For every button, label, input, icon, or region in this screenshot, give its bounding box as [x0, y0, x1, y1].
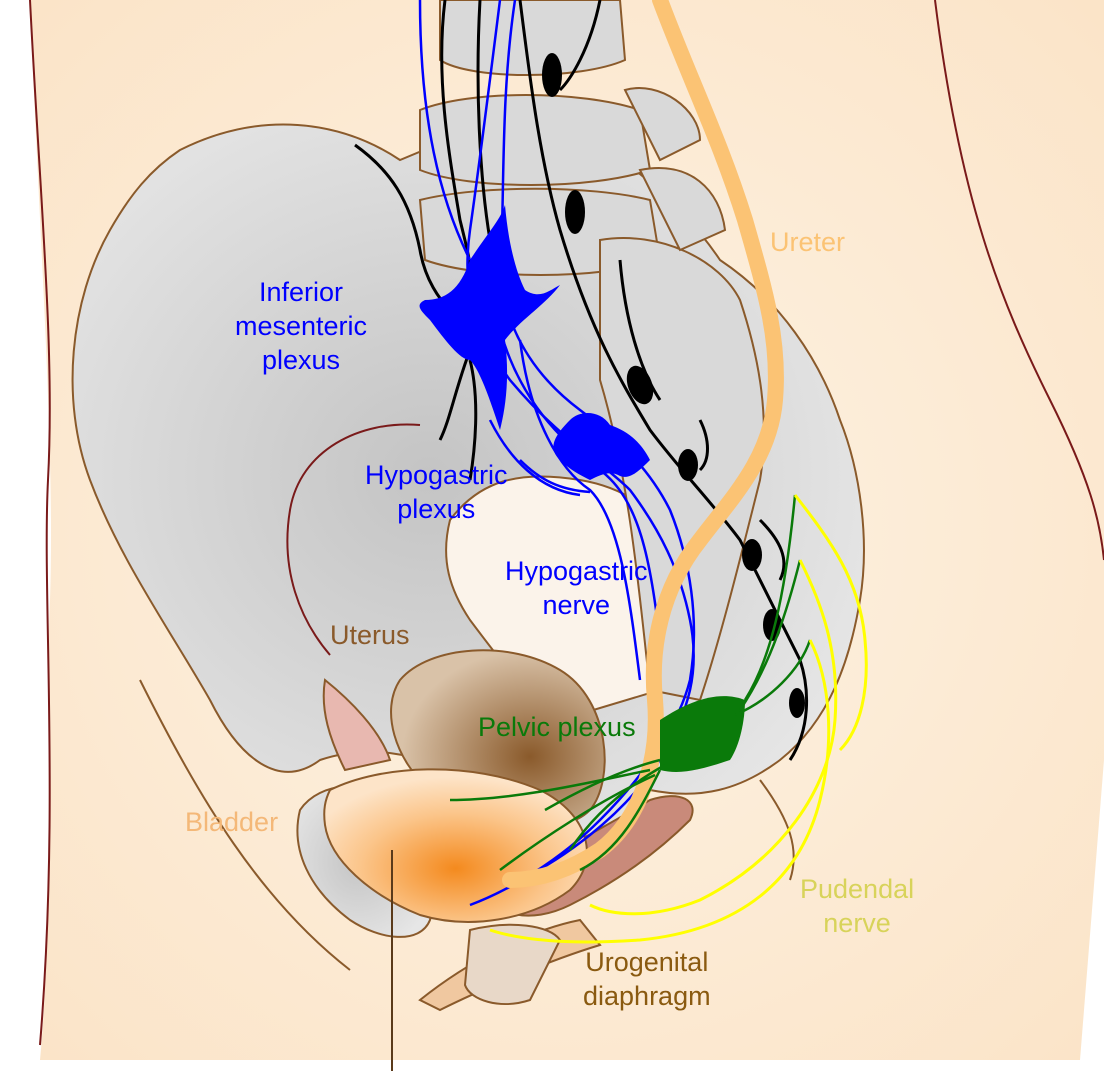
label-uterus: Uterus — [330, 618, 410, 652]
label-pelvic-plexus: Pelvic plexus — [478, 710, 636, 744]
label-bladder: Bladder — [185, 805, 278, 839]
label-urogenital-diaphragm: Urogenital diaphragm — [583, 945, 711, 1013]
label-hypogastric-nerve: Hypogastric nerve — [505, 554, 648, 622]
label-pudendal-nerve: Pudendal nerve — [800, 872, 914, 940]
label-hypogastric-plexus: Hypogastric plexus — [365, 458, 508, 526]
label-inferior-mesenteric-plexus: Inferior mesenteric plexus — [235, 275, 367, 377]
label-ureter: Ureter — [770, 225, 845, 259]
